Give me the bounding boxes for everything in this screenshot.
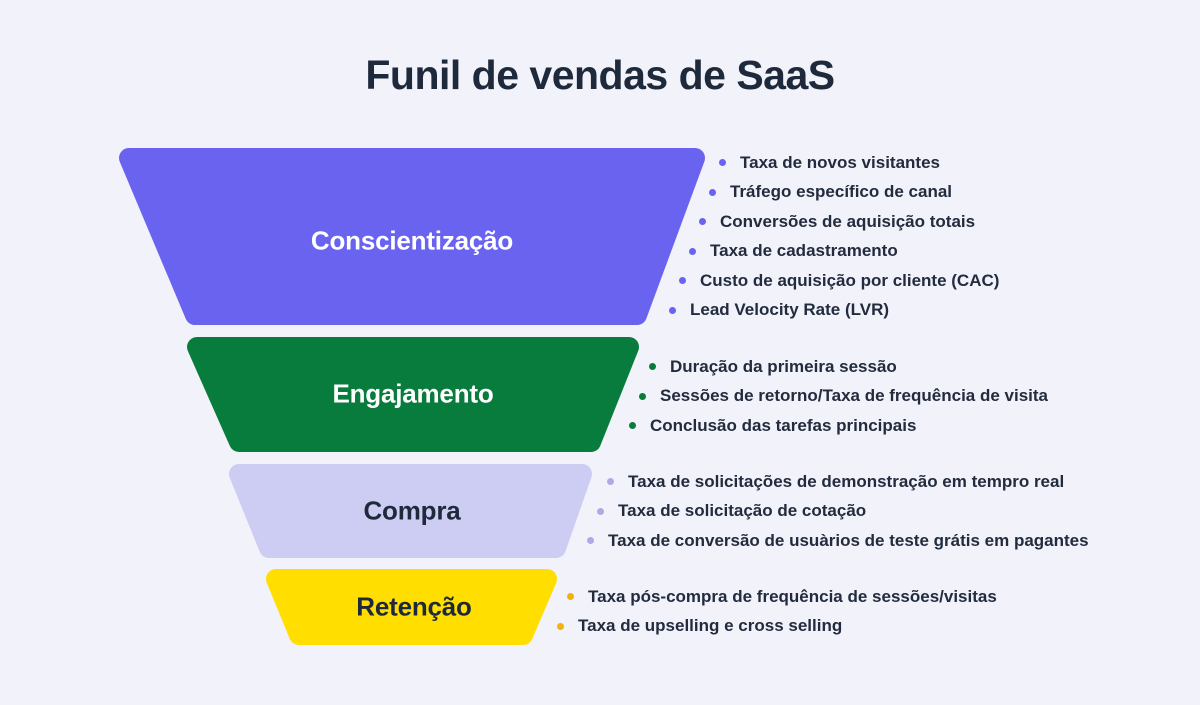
metric-label: Taxa de solicitações de demonstração em … — [628, 471, 1065, 491]
funnel-stage-awareness-shape — [119, 148, 705, 325]
bullet-icon — [597, 507, 604, 515]
metric-label: Duração da primeira sessão — [670, 356, 897, 376]
metric-item: Taxa de cadastramento — [689, 237, 999, 267]
metric-label: Sessões de retorno/Taxa de frequência de… — [660, 386, 1049, 406]
metric-item: Sessões de retorno/Taxa de frequência de… — [639, 382, 1048, 412]
bullet-icon — [679, 277, 686, 285]
metric-item: Duração da primeira sessão — [649, 352, 1048, 382]
bullet-icon — [689, 247, 696, 255]
metric-item: Conclusão das tarefas principais — [629, 411, 1048, 441]
metric-label: Taxa de solicitação de cotação — [618, 501, 867, 521]
metric-item: Taxa de solicitação de cotação — [597, 497, 1089, 527]
metric-label: Custo de aquisição por cliente (CAC) — [700, 270, 1000, 290]
metrics-list-engagement: Duração da primeira sessão Sessões de re… — [629, 352, 1048, 441]
metrics-list-retention: Taxa pós-compra de frequência de sessões… — [557, 582, 997, 641]
metric-label: Taxa de cadastramento — [710, 241, 898, 261]
bullet-icon — [709, 188, 716, 196]
metric-item: Conversões de aquisição totais — [699, 207, 999, 237]
metric-item: Taxa de conversão de usuàrios de teste g… — [587, 526, 1089, 556]
bullet-icon — [669, 306, 676, 314]
stage-label-awareness: Conscientização — [310, 225, 514, 256]
metric-item: Taxa de solicitações de demonstração em … — [607, 467, 1089, 497]
metric-label: Conclusão das tarefas principais — [650, 415, 917, 435]
stage-label-retention: Retenção — [356, 591, 472, 622]
bullet-icon — [557, 622, 564, 630]
metric-item: Lead Velocity Rate (LVR) — [669, 296, 999, 326]
metric-item: Tráfego específico de canal — [709, 178, 999, 208]
metric-label: Taxa de upselling e cross selling — [578, 616, 843, 636]
bullet-icon — [607, 478, 614, 486]
metric-label: Tráfego específico de canal — [730, 182, 953, 202]
stage-label-purchase: Compra — [363, 495, 461, 526]
bullet-icon — [699, 218, 706, 226]
metric-item: Taxa de novos visitantes — [719, 148, 999, 178]
funnel-stage-retention-shape — [266, 569, 557, 645]
metric-item: Taxa pós-compra de frequência de sessões… — [567, 582, 997, 612]
metric-item: Taxa de upselling e cross selling — [557, 612, 997, 642]
metrics-list-purchase: Taxa de solicitações de demonstração em … — [587, 467, 1089, 556]
stage-label-engagement: Engajamento — [332, 378, 494, 409]
bullet-icon — [649, 363, 656, 371]
bullet-icon — [587, 537, 594, 545]
metric-label: Conversões de aquisição totais — [720, 211, 976, 231]
metric-label: Taxa de novos visitantes — [740, 152, 940, 172]
metric-label: Taxa pós-compra de frequência de sessões… — [588, 586, 997, 606]
bullet-icon — [639, 392, 646, 400]
bullet-icon — [719, 159, 726, 167]
page-title: Funil de vendas de SaaS — [365, 52, 835, 98]
metric-label: Taxa de conversão de usuàrios de teste g… — [608, 530, 1089, 550]
bullet-icon — [567, 593, 574, 601]
metric-item: Custo de aquisição por cliente (CAC) — [679, 266, 999, 296]
funnel-stage-engagement-shape — [187, 337, 639, 452]
metrics-list-awareness: Taxa de novos visitantes Tráfego específ… — [669, 148, 999, 325]
bullet-icon — [629, 422, 636, 430]
funnel-stage-purchase-shape — [229, 464, 592, 558]
metric-label: Lead Velocity Rate (LVR) — [690, 300, 890, 320]
